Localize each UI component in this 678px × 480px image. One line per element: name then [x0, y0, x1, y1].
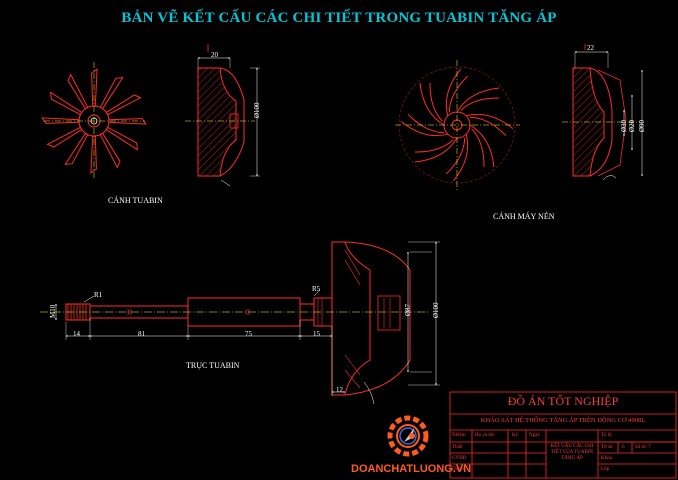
dim-turbine-outer-dia: Ø100 [253, 102, 261, 118]
tb-row-designer: Thiết [452, 445, 463, 450]
tb-col-name: Họ và tên [475, 433, 495, 438]
tb-sheet-total: Số tờ: 7 [635, 445, 651, 450]
compressor-blade [400, 121, 448, 137]
turbine-wheel-section [185, 44, 260, 187]
turbine-blade [41, 117, 80, 124]
compressor-blade [453, 134, 469, 182]
logo-mark [387, 415, 429, 457]
tb-col-role: Nhiệm [452, 433, 466, 438]
compressor-splitter-blade [469, 116, 507, 136]
compressor-blade [469, 124, 495, 168]
compressor-blade [466, 113, 514, 129]
logo-text: DOANCHATLUONG.VN [351, 463, 472, 475]
turbine-blade [90, 135, 97, 174]
compressor-wheel-section [562, 44, 643, 181]
dim-shaft-seg-2: 81 [138, 330, 145, 338]
label-compressor-blade: CÁNH MÁY NÉN [493, 212, 555, 221]
dim-shaft-seg-1: 14 [73, 330, 80, 338]
tb-faculty-label: Khoa [601, 456, 612, 461]
compressor-splitter-blade [446, 137, 466, 175]
title-block-frame [449, 391, 677, 479]
tb-drawing-name: KẾT CẤU CÁC CHI TIẾT CỦA TUABIN TĂNG ÁP [550, 444, 594, 461]
tb-scale-label: Tỷ lệ [601, 433, 612, 438]
dim-compressor-inner-dia-1: Ø30 [620, 119, 628, 132]
turbine-blade [99, 132, 121, 169]
drawing-title: BẢN VẼ KẾT CẤU CÁC CHI TIẾT TRONG TUABIN… [121, 10, 557, 26]
turbine-blade [105, 94, 142, 116]
dim-shaft-thread: M10 [49, 304, 57, 318]
dim-wheel-dia-2: Ø100 [432, 302, 440, 318]
turbine-blade [67, 73, 89, 110]
compressor-splitter-blade [471, 128, 485, 168]
compressor-blade [456, 87, 500, 113]
compressor-splitter-blade [460, 97, 500, 111]
compressor-blade [419, 82, 445, 126]
compressor-blade [445, 68, 461, 116]
dim-compressor-section-width: 22 [587, 44, 594, 52]
tb-row-advisor: GVHD [452, 456, 467, 461]
turbine-shaft [40, 241, 440, 405]
label-turbine-blade: CÁNH TUABIN [108, 196, 163, 205]
dim-chamfer-1: R1 [94, 291, 103, 299]
tb-sheet-value: 6 [622, 445, 625, 450]
dim-shaft-seg-4: 15 [313, 330, 320, 338]
label-turbine-shaft: TRỤC TUABIN [186, 361, 240, 370]
dim-wheel-width: 12 [336, 386, 343, 394]
turbine-blade [108, 118, 147, 125]
gear-icon [387, 415, 429, 457]
compressor-splitter-blade [407, 114, 445, 134]
tb-row-approver: Duyệt [452, 467, 465, 472]
compressor-blade [414, 137, 458, 163]
compressor-splitter-blade [414, 139, 454, 153]
turbine-wheel-front-view [41, 62, 147, 180]
dim-compressor-inner-dia-2: Ø20 [628, 119, 636, 132]
dim-turbine-section-width: 20 [211, 51, 218, 59]
dim-shaft-seg-3: 75 [245, 330, 252, 338]
turbine-blade [91, 68, 98, 107]
dim-compressor-outer-dia: Ø90 [638, 119, 646, 132]
compressor-wheel-front-view [395, 60, 520, 190]
compressor-splitter-blade [429, 82, 443, 122]
tb-col-sign: Ký [512, 433, 519, 438]
tb-sheet-label: Tờ số [601, 445, 613, 450]
turbine-blade [46, 126, 83, 148]
tb-col-date: Ngày [529, 433, 540, 438]
dim-chamfer-2: R5 [312, 285, 321, 293]
tb-class-label: Lớp [601, 467, 610, 472]
dim-wheel-dia-1: Ø87 [404, 303, 412, 316]
compressor-splitter-blade [448, 75, 468, 113]
title-block-heading: ĐỒ ÁN TỐT NGHIỆP [507, 394, 619, 408]
title-block-subheading: KHẢO SÁT HỆ THỐNG TĂNG ÁP TRÊN ĐỘNG CƠ 4… [480, 417, 646, 424]
